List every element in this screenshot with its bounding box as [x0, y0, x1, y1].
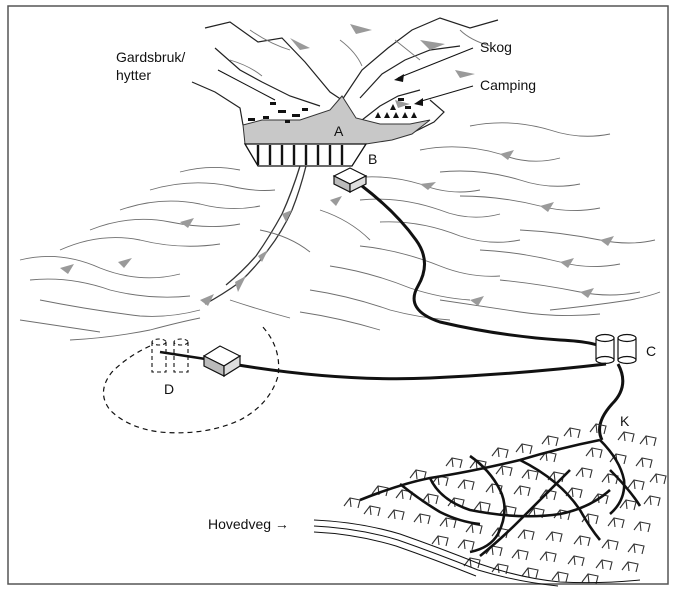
village-house: [633, 521, 651, 533]
village-house: [595, 559, 613, 571]
pipeline-c-k: [598, 363, 625, 441]
river: [204, 165, 307, 305]
village-houses: [343, 423, 667, 585]
village-house: [563, 427, 581, 439]
power-station-d: [202, 345, 242, 378]
mountain-shading: [290, 24, 475, 108]
village-house: [545, 531, 563, 543]
village-house: [363, 505, 381, 517]
label-hovedveg: Hovedveg →: [208, 516, 289, 532]
village-house: [565, 487, 583, 499]
label-b: B: [368, 151, 377, 167]
label-a: A: [334, 123, 344, 139]
village-house: [539, 551, 557, 563]
label-c: C: [646, 343, 656, 359]
village-house: [639, 435, 657, 447]
village-house: [567, 555, 585, 567]
camping-arrowhead: [414, 98, 423, 106]
tanks-d: [151, 338, 189, 373]
reservoir-a: [242, 95, 431, 145]
village-house: [473, 501, 491, 513]
mountain-texture: [229, 29, 491, 77]
pipeline-b-c: [361, 184, 608, 352]
village-house: [491, 563, 509, 575]
village-house: [575, 467, 593, 479]
village-house: [541, 435, 559, 447]
label-camping: Camping: [480, 77, 536, 93]
village-house: [513, 485, 531, 497]
village-house: [581, 573, 599, 585]
terrain-shading: [60, 150, 614, 306]
village-house: [515, 443, 533, 455]
village-house: [635, 457, 653, 469]
village-house: [491, 447, 509, 459]
main-road: [313, 519, 641, 587]
terrain-contours: [19, 122, 661, 341]
label-d: D: [164, 381, 174, 397]
village-house: [343, 497, 361, 509]
village-house: [627, 479, 645, 491]
frame-border: [7, 5, 669, 585]
label-k: K: [620, 413, 630, 429]
village-house: [585, 447, 603, 459]
camping-markers: [375, 98, 417, 118]
area-d-boundary: [102, 325, 280, 434]
village-house: [607, 517, 625, 529]
label-pointers: [217, 47, 474, 103]
village-road-network: [359, 438, 642, 558]
pipe-d-stub: [159, 350, 213, 362]
village-house: [457, 479, 475, 491]
village-house: [551, 571, 569, 583]
village-house: [511, 549, 529, 561]
farm-cabin-markers: [248, 102, 308, 123]
label-gardsbruk-line1: Gardsbruk/: [116, 49, 185, 65]
village-house: [457, 539, 475, 551]
village-house: [413, 513, 431, 525]
village-house: [499, 505, 517, 517]
mountain-ridges: [191, 17, 499, 133]
village-house: [409, 469, 427, 481]
village-house: [619, 499, 637, 511]
tanks-c: [595, 333, 637, 365]
village-house: [601, 539, 619, 551]
village-house: [517, 529, 535, 541]
skog-arrowhead: [394, 74, 404, 82]
village-house: [589, 423, 607, 435]
village-house: [431, 535, 449, 547]
label-skog: Skog: [480, 39, 512, 55]
river-shading: [118, 196, 342, 306]
label-gardsbruk-line2: hytter: [116, 67, 151, 83]
village-house: [465, 523, 483, 535]
village-house: [521, 469, 539, 481]
pipeline-c-d: [231, 362, 607, 381]
village-house: [573, 535, 591, 547]
power-station-b: [332, 167, 368, 193]
dam: [243, 143, 368, 167]
village-house: [387, 509, 405, 521]
village-house: [439, 517, 457, 529]
village-house: [617, 431, 635, 443]
village-house: [649, 473, 667, 485]
village-house: [601, 473, 619, 485]
village-house: [627, 543, 645, 555]
village-house: [643, 495, 661, 507]
village-house: [421, 493, 439, 505]
village-house: [521, 567, 539, 579]
village-house: [495, 465, 513, 477]
village-house: [621, 561, 639, 573]
village-house: [445, 457, 463, 469]
